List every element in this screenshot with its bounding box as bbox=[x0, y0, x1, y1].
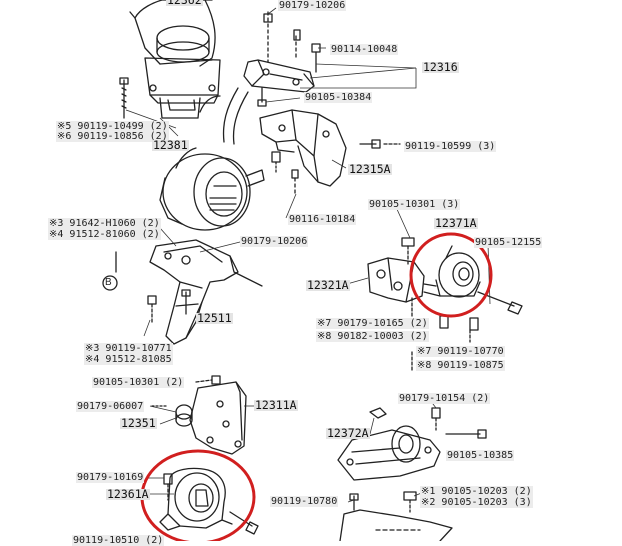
part-label-90119-10599: 90119-10599 (3) bbox=[404, 141, 497, 152]
part-label-91512-81060: ※4 91512-81060 (2) bbox=[48, 229, 161, 240]
part-label-90105-10301-3: 90105-10301 (3) bbox=[368, 199, 461, 210]
part-label-12321A: 12321A bbox=[306, 278, 350, 292]
part-label-90105-10203-2: ※1 90105-10203 (2) bbox=[420, 486, 533, 497]
part-label-91642-H1060: ※3 91642-H1060 (2) bbox=[48, 218, 161, 229]
part-label-12361A: 12361A bbox=[106, 487, 150, 501]
part-label-12381: 12381 bbox=[152, 138, 189, 152]
part-label-90179-06007: 90179-06007 bbox=[76, 401, 145, 412]
part-label-12371A: 12371A bbox=[434, 216, 478, 230]
part-label-12372A: 12372A bbox=[326, 426, 370, 440]
alternator-12381-part bbox=[159, 87, 265, 231]
part-label-12362: 12362 bbox=[166, 0, 203, 6]
part-label-12315A: 12315A bbox=[348, 162, 392, 176]
part-label-12511: 12511 bbox=[196, 311, 233, 325]
mount-12361A-part bbox=[159, 467, 233, 531]
part-label-90105-10384: 90105-10384 bbox=[304, 92, 373, 103]
part-label-90114-10048: 90114-10048 bbox=[330, 44, 399, 55]
part-label-90105-10301-2: 90105-10301 (2) bbox=[92, 377, 185, 388]
bracket-12511-part bbox=[149, 239, 263, 345]
engine-mount-12362-part bbox=[129, 0, 221, 119]
part-label-90119-10856: ※6 90119-10856 (2) bbox=[56, 131, 169, 142]
mount-12371A-part bbox=[367, 245, 481, 303]
part-label-90105-10203-3: ※2 90105-10203 (3) bbox=[420, 497, 533, 508]
part-label-90182-10003: ※8 90182-10003 (2) bbox=[316, 331, 429, 342]
part-label-12351: 12351 bbox=[120, 416, 157, 430]
part-label-90116-10184: 90116-10184 bbox=[288, 214, 357, 225]
part-label-90119-10499: ※5 90119-10499 (2) bbox=[56, 121, 169, 132]
part-label-91512-81085: ※4 91512-81085 bbox=[84, 354, 173, 365]
bracket-12315A-part bbox=[259, 109, 347, 187]
bolt-90119-10499-part bbox=[119, 77, 129, 119]
part-label-90119-10770: ※7 90119-10770 bbox=[416, 346, 505, 357]
mount-12372A-part bbox=[337, 407, 441, 481]
part-label-90105-12155: 90105-12155 bbox=[474, 237, 543, 248]
bracket-12311A-part bbox=[175, 381, 247, 455]
part-label-90179-10206-top: 90179-10206 bbox=[278, 0, 347, 11]
bracket-12316-part bbox=[243, 59, 315, 93]
part-label-90179-10169: 90179-10169 bbox=[76, 472, 145, 483]
part-label-90119-10780: 90119-10780 bbox=[270, 496, 339, 507]
part-label-90179-10165: ※7 90179-10165 (2) bbox=[316, 318, 429, 329]
view-reference-b: B bbox=[105, 277, 112, 288]
part-label-90179-10154: 90179-10154 (2) bbox=[398, 393, 491, 404]
part-label-90119-10771: ※3 90119-10771 bbox=[84, 343, 173, 354]
highlight-circle-upper bbox=[409, 232, 493, 318]
part-label-12316: 12316 bbox=[422, 60, 459, 74]
part-label-90105-10385: 90105-10385 bbox=[446, 450, 515, 461]
part-label-90119-10875: ※8 90119-10875 bbox=[416, 360, 505, 371]
part-label-12311A: 12311A bbox=[254, 398, 298, 412]
part-label-90179-10206-mid: 90179-10206 bbox=[240, 236, 309, 247]
